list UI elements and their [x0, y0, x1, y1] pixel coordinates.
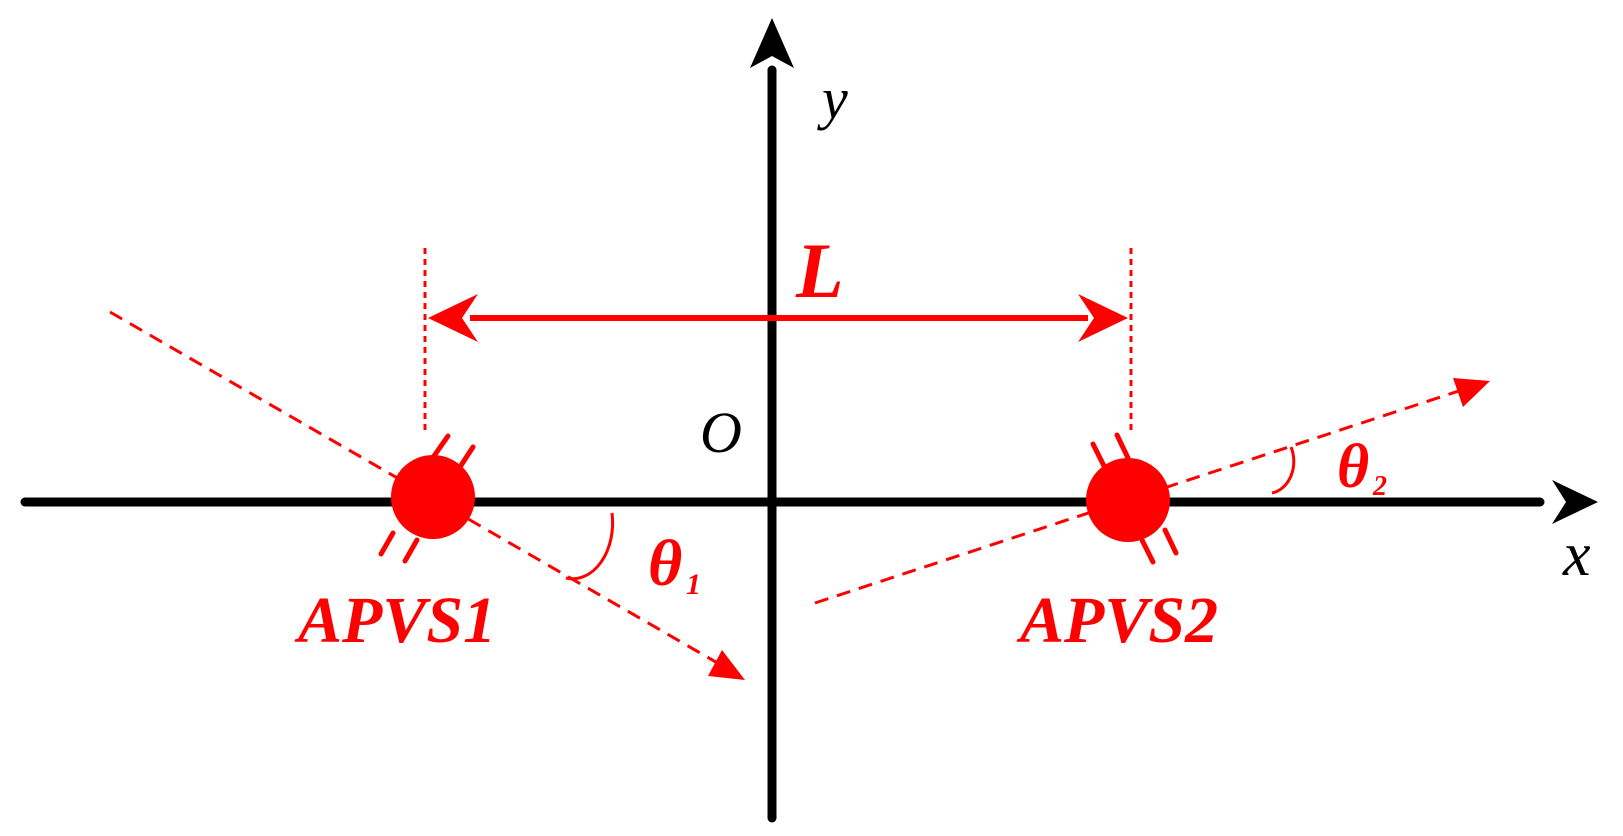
y-axis-arrowhead: [750, 18, 794, 68]
sensor1-ticks: [378, 433, 476, 564]
sensor-apvs2: [814, 378, 1490, 605]
sensor1-direction-arrowhead: [708, 650, 745, 680]
distance-dimension: [423, 248, 1133, 435]
axes: [20, 18, 1598, 823]
sensor2-angle-arc: [1271, 446, 1296, 495]
sensor2-direction-arrowhead: [1453, 378, 1490, 407]
sensor-apvs1: [109, 310, 745, 680]
sensor1-angle-subscript: 1: [686, 568, 701, 601]
y-axis-label: y: [817, 66, 848, 131]
distance-label: L: [795, 227, 844, 314]
sensor2-angle-symbol: θ: [1337, 433, 1369, 501]
sensor1-label: APVS1: [294, 584, 496, 657]
sensor1-marker: [391, 455, 475, 539]
x-axis-arrowhead: [1552, 480, 1598, 524]
sensor2-ticks: [1090, 432, 1179, 565]
distance-arrowhead-left: [428, 294, 478, 342]
sensor2-marker: [1086, 458, 1170, 542]
sensor1-angle-arc: [565, 512, 615, 581]
sensor2-label: APVS2: [1016, 584, 1218, 657]
sensor1-direction-line: [109, 310, 741, 678]
distance-arrowhead-right: [1078, 294, 1128, 342]
x-axis-label: x: [1562, 521, 1591, 589]
sensor2-angle-subscript: 2: [1372, 471, 1387, 502]
sensor1-angle-symbol: θ: [648, 527, 682, 600]
origin-label: O: [700, 400, 742, 465]
